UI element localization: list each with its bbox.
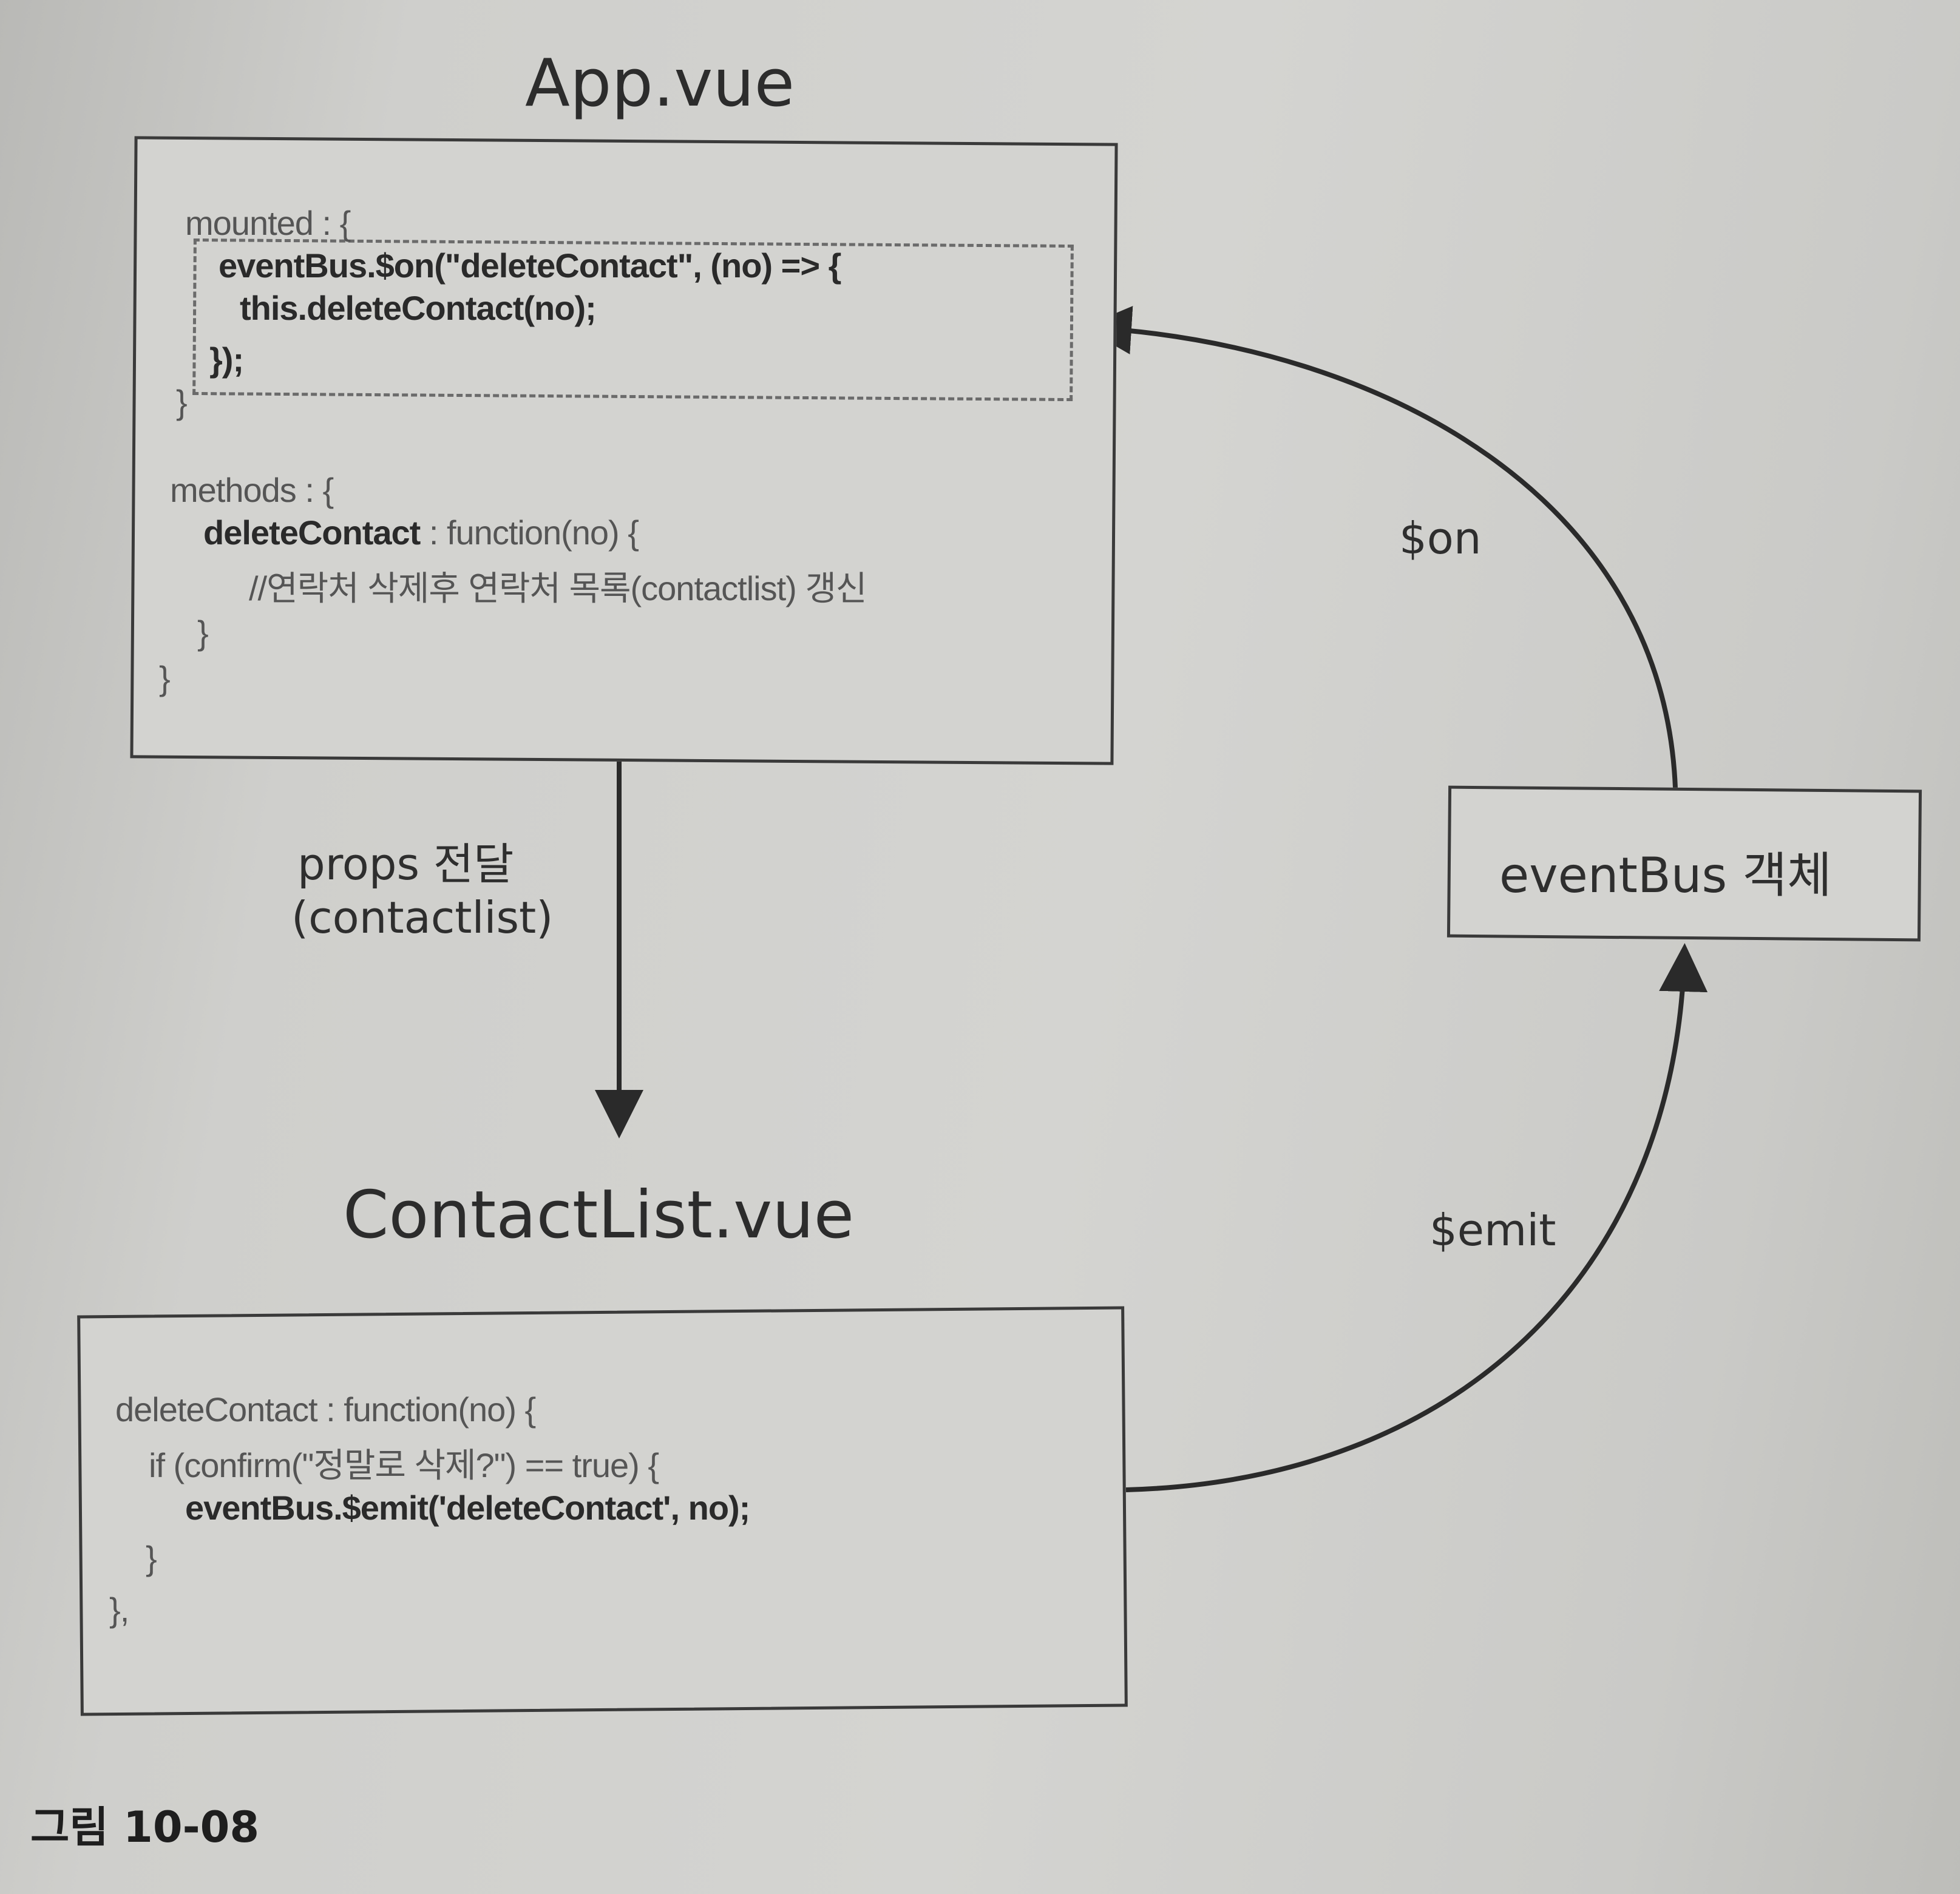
method-line: deleteContact : function(no) { [203, 513, 639, 552]
contactlist-vue-title: ContactList.vue [343, 1177, 855, 1253]
method-name: deleteContact [203, 513, 421, 552]
close-methods: } [159, 659, 171, 697]
methods-open: methods : { [170, 471, 334, 509]
props-label-line1: props 전달 [297, 839, 514, 890]
close-mounted: } [176, 383, 188, 421]
event-bus-label: eventBus 객체 [1499, 847, 1832, 904]
figure-caption: 그림 10-08 [30, 1802, 260, 1852]
cl-line2: if (confirm("정말로 삭제?") == true) { [149, 1446, 659, 1484]
app-vue-title: App.vue [525, 46, 795, 121]
cl-line3: eventBus.$emit('deleteContact', no); [185, 1489, 750, 1527]
method-signature: : function(no) { [420, 513, 639, 552]
props-label-line2: (contactlist) [291, 892, 554, 943]
cl-line5: }, [109, 1591, 129, 1629]
on-label: $on [1399, 513, 1482, 564]
cl-line4: } [146, 1539, 157, 1577]
on-curve-arrow [1083, 306, 1678, 788]
emit-label: $emit [1429, 1205, 1556, 1256]
emit-curve-arrow [1125, 943, 1708, 1492]
on-line: eventBus.$on("deleteContact", (no) => { [219, 246, 841, 285]
cl-line1: deleteContact : function(no) { [115, 1390, 536, 1429]
close-fn: } [197, 614, 209, 652]
call-line: this.deleteContact(no); [240, 289, 597, 327]
close-on: }); [209, 340, 244, 379]
mounted-open: mounted : { [185, 204, 351, 242]
method-comment: //연락처 삭제후 연락처 목록(contactlist) 갱신 [249, 569, 867, 607]
